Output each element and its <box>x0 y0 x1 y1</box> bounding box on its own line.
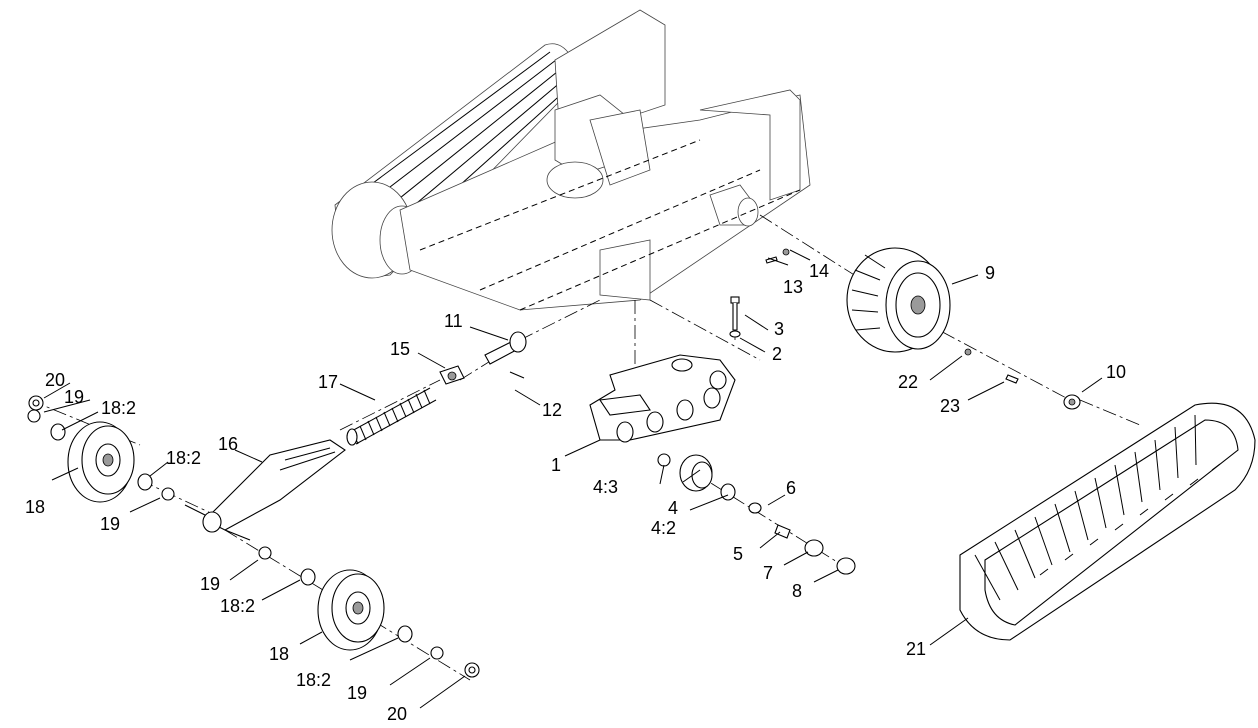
leader-lines <box>43 249 1103 709</box>
callout-19-a: 19 <box>64 387 84 407</box>
callout-18-2-d: 18:2 <box>296 670 331 690</box>
roller-bracket-1 <box>589 354 736 443</box>
callout-7: 7 <box>763 563 773 583</box>
adjuster-assembly <box>346 331 527 446</box>
callout-19-b: 19 <box>100 514 120 534</box>
callout-20-b: 20 <box>387 704 407 724</box>
callout-23: 23 <box>940 396 960 416</box>
idler-wheel-18-lower <box>317 569 385 651</box>
callout-labels: 1 2 3 4 4:2 4:3 5 6 7 8 9 10 11 12 13 14… <box>25 261 1126 724</box>
callout-17: 17 <box>318 372 338 392</box>
callout-11: 11 <box>444 311 463 331</box>
callout-8: 8 <box>792 581 802 601</box>
callout-6: 6 <box>786 478 796 498</box>
chassis-frame <box>331 9 811 311</box>
callout-13: 13 <box>783 277 803 297</box>
callout-18-lower: 18 <box>269 644 289 664</box>
idler-arm-16 <box>184 439 346 541</box>
callout-22: 22 <box>898 372 918 392</box>
callout-2: 2 <box>772 344 782 364</box>
callout-9: 9 <box>985 263 995 283</box>
callout-3: 3 <box>774 319 784 339</box>
washers-bushings <box>27 395 480 678</box>
callout-19-d: 19 <box>347 683 367 703</box>
callout-21: 21 <box>906 639 926 659</box>
callout-1: 1 <box>551 455 561 475</box>
callout-10: 10 <box>1106 362 1126 382</box>
idler-wheel-18-upper <box>67 421 135 503</box>
callout-18-2-a: 18:2 <box>101 398 136 418</box>
track-21 <box>959 402 1256 641</box>
small-hardware-right <box>729 248 1081 410</box>
callout-14: 14 <box>809 261 829 281</box>
callout-12: 12 <box>542 400 562 420</box>
callout-4-3: 4:3 <box>593 477 618 497</box>
callout-19-c: 19 <box>200 574 220 594</box>
callout-18-2-c: 18:2 <box>220 596 255 616</box>
callout-4: 4 <box>668 498 678 518</box>
drive-sprocket-9 <box>846 247 951 353</box>
callout-5: 5 <box>733 544 743 564</box>
callout-18-upper: 18 <box>25 497 45 517</box>
callout-16: 16 <box>218 434 238 454</box>
callout-18-2-b: 18:2 <box>166 448 201 468</box>
track-roller-4 <box>657 453 856 575</box>
callout-4-2: 4:2 <box>651 518 676 538</box>
callout-15: 15 <box>390 339 410 359</box>
callout-20-a: 20 <box>45 370 65 390</box>
